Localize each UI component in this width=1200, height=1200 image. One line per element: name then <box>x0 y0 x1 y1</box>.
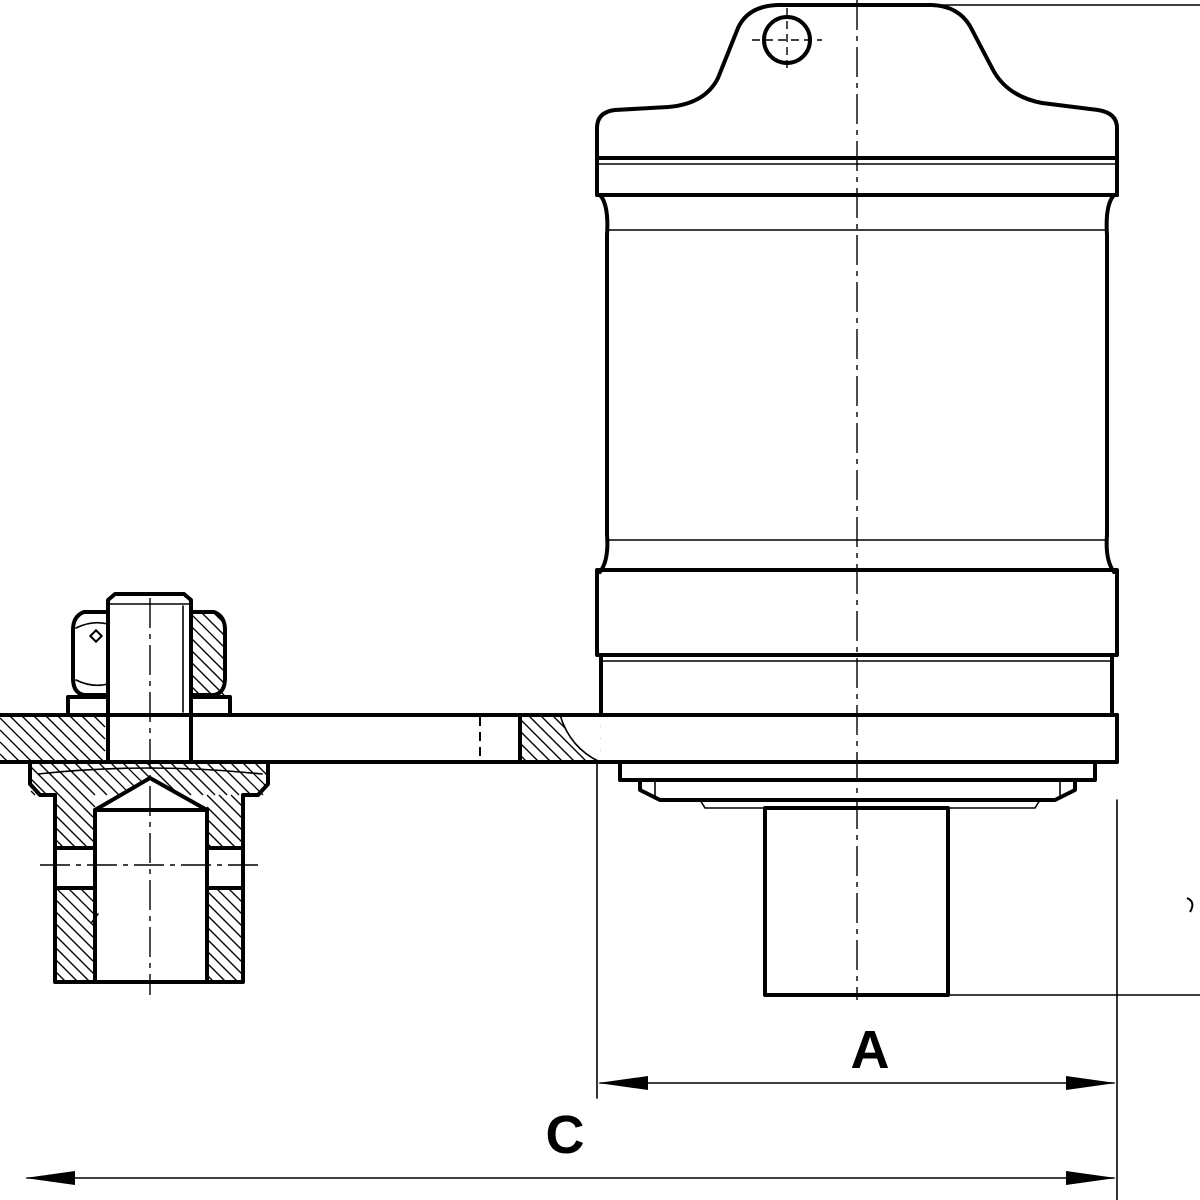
hatch-line <box>54 946 91 983</box>
hatch-line <box>54 910 96 952</box>
hatch-line <box>20 714 69 763</box>
housing-right-side <box>1104 193 1116 574</box>
center-lines <box>40 0 858 1000</box>
dimension-c: C <box>25 1105 1116 1185</box>
hatch-line <box>190 625 226 661</box>
hatch-line <box>30 790 36 796</box>
hatch-line <box>254 762 268 776</box>
hatch-line <box>190 613 226 649</box>
hatch-line <box>68 714 106 752</box>
dimension-c-right-arrow <box>1066 1171 1116 1185</box>
nut-lower-face-arc <box>75 679 109 687</box>
dimension-a: A <box>596 763 1118 1200</box>
adapter-outline <box>28 760 270 984</box>
adapter-socket <box>28 760 270 984</box>
hatch-line <box>206 806 244 844</box>
hatch-line <box>8 714 57 763</box>
reaction-arm-break-line <box>559 714 601 763</box>
bolt-head-end <box>106 592 193 614</box>
hatch-line <box>519 718 564 763</box>
bolt-assembly <box>66 592 232 764</box>
hatch-line <box>30 778 48 796</box>
hatch-line <box>30 766 60 796</box>
hatch-line <box>80 714 106 740</box>
dimension-a-right-arrow <box>1066 1076 1116 1090</box>
hatch-line <box>539 714 588 763</box>
hatch-line <box>206 794 244 832</box>
hatch-line <box>32 714 81 763</box>
nut-marking <box>88 628 104 644</box>
hatch-line <box>82 794 96 808</box>
nut-left-face <box>71 610 110 697</box>
hatch-line <box>74 762 108 796</box>
hatch-line <box>527 714 576 763</box>
hatch-line <box>206 950 239 983</box>
reaction-arm <box>0 713 1119 764</box>
plate-break-mask <box>560 715 600 762</box>
hatch-line <box>206 902 244 940</box>
dimension-b-extension <box>935 4 1200 996</box>
hatch-line <box>190 649 226 685</box>
hatch-line <box>56 714 105 763</box>
hatch-line <box>206 962 227 983</box>
dimension-c-left-arrow <box>25 1171 75 1185</box>
hatch-line <box>54 934 96 976</box>
hatch-line <box>0 729 33 763</box>
hatch-line <box>38 762 72 796</box>
hatch-line <box>206 914 244 952</box>
hatch-line <box>242 762 268 788</box>
washer-right <box>189 695 232 717</box>
hatch-line <box>200 611 226 637</box>
hatch-line <box>218 794 244 820</box>
adapter-bore-mask <box>95 778 207 982</box>
hatch-line <box>86 762 120 796</box>
hatch-line <box>58 794 96 832</box>
hatch-line <box>54 922 96 964</box>
hatch-line <box>50 762 84 796</box>
washer-left <box>66 695 110 717</box>
nut-upper-face-arc <box>75 621 109 629</box>
hatch-line <box>519 742 540 763</box>
hatch-line <box>190 637 226 673</box>
lifting-lug-and-cap <box>595 3 1119 197</box>
hatch-line <box>70 794 96 820</box>
section-masks <box>55 715 600 982</box>
hatch-line <box>190 673 213 696</box>
hatch-line <box>194 762 228 796</box>
housing-left-side <box>598 193 610 574</box>
adapter-left-groove-mask <box>55 848 95 888</box>
hatch-line <box>54 898 96 940</box>
dimension-label-fragment <box>1186 897 1194 913</box>
nut-section <box>189 610 227 697</box>
dimension-c-label: C <box>546 1105 585 1165</box>
hatch-line <box>206 890 244 928</box>
hatch-line <box>519 730 552 763</box>
adapter-right-groove-mask <box>207 848 243 888</box>
hatch-line <box>190 661 225 696</box>
hatch-line <box>206 762 240 796</box>
hatch-line <box>54 802 96 844</box>
hatch-line <box>54 958 79 983</box>
hatch-line <box>54 886 96 928</box>
hatch-line <box>206 938 244 976</box>
hatch-line <box>0 717 45 763</box>
bore-tick-mark <box>91 913 99 923</box>
hatch-line <box>206 926 244 964</box>
hatch-line <box>0 741 21 763</box>
dimension-a-label: A <box>851 1020 890 1080</box>
hatch-line <box>230 762 264 796</box>
hatch-line <box>62 762 96 796</box>
dimension-a-left-arrow <box>598 1076 648 1090</box>
hatch-line <box>218 762 252 796</box>
hatch-line <box>44 714 93 763</box>
